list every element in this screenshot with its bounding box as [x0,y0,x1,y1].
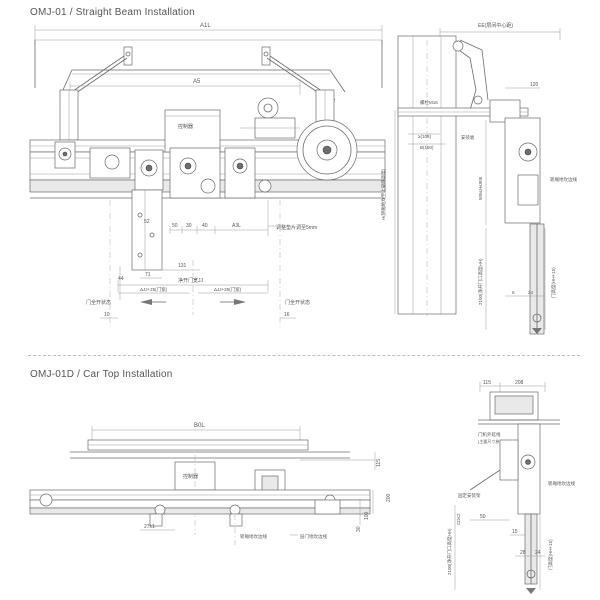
note-adjust-shim: 调整垫片调至5mm [276,224,317,231]
label-left-opening: ΔJJ+25(门宽) [140,286,168,293]
dim-24: 24 [528,290,534,295]
dim-108: ≥(108) [418,134,431,139]
label-door-open-left: 门全开状态 [86,299,111,306]
label-height-h: H(轿厢地坎至上梁底高度) [380,168,387,220]
label-ext-ref: (主要尺寸参考) [478,438,505,444]
dim-50: 50 [172,223,178,229]
section-title-straight-beam: OMJ-01 / Straight Beam Installation [30,7,195,18]
label-ext-line: 门机外延线 [478,431,501,438]
car-top-front-view: B0L 控制器 115 200 100 30 27±1 [29,423,392,545]
dim-a5: A5 [193,79,201,85]
label-clear-opening: 净开门宽JJ [178,277,204,284]
dim-44: 44 [118,276,124,282]
dim-52: 52 [144,219,150,225]
label-mounting-plate: 安装板 [461,134,475,141]
label-sill-edge: 轿厢地坎边线 [550,176,577,183]
label-controller-ct: 控制器 [183,473,198,480]
dim-120: 120 [530,82,539,88]
dim-30: 30 [356,526,362,532]
dim-131: 131 [178,263,187,269]
dim-10: 10 [104,312,110,318]
label-clear-height: 2100(净开门口高度HH) [477,258,484,305]
section-title-car-top: OMJ-01D / Car Top Installation [30,369,173,380]
dim-24-side: 24 [535,550,541,556]
dim-160: B(160) [420,145,434,150]
dim-71: 71 [145,272,151,278]
label-hh: 2100(净开门口高度HH) [446,528,453,575]
label-height-range: 505≤H≤905 [478,176,483,200]
dim-40: 40 [202,223,208,229]
straight-beam-front-view: A1L A5 [29,23,386,330]
dim-ee: EE(层间中心距) [478,22,513,29]
label-sill-edge-side: 轿厢地坎边线 [548,480,575,487]
dim-27: 27±1 [144,524,155,530]
label-sill-edge-ct: 轿厢地坎边线 [240,533,267,540]
dim-208: 208 [515,380,524,386]
straight-beam-side-view: EE(层间中心距) 螺栓M16 120 ≥(108) B(160) 安装板 [380,22,577,335]
dim-6: 6 [512,290,515,295]
label-door-open-right: 门全开状态 [285,299,310,306]
label-door-height: 门高度(HH+15) [550,267,557,298]
dim-28: 28 [520,550,526,556]
section-divider [28,355,580,356]
label-bolt: 螺栓M16 [420,99,438,106]
dim-115: 115 [376,459,382,467]
dim-cd: CD≤2 [456,513,461,525]
dim-b0l: B0L [194,423,205,429]
dim-200: 200 [386,493,392,502]
dim-50-side: 50 [480,514,486,520]
car-top-side-view: 115 208 门机外延线 (主要尺寸参考) 固定安装架 轿厢地坎边线 2100… [446,380,575,594]
dim-a3l: A3L [232,223,241,229]
label-door-height-side: 门高度(HH+15) [547,539,554,570]
dim-a1l: A1L [200,23,211,29]
label-controller: 控制器 [178,123,193,130]
dim-16: 16 [284,312,290,318]
label-door-sill-ct: 层门地坎边线 [300,533,327,540]
dim-30: 30 [186,223,192,229]
dim-115-side: 115 [483,380,491,386]
dim-15: 15 [512,529,518,535]
label-mount-frame: 固定安装架 [458,492,481,499]
label-right-opening: ΔJJ+25(门宽) [214,286,242,293]
dim-100: 100 [364,511,370,520]
